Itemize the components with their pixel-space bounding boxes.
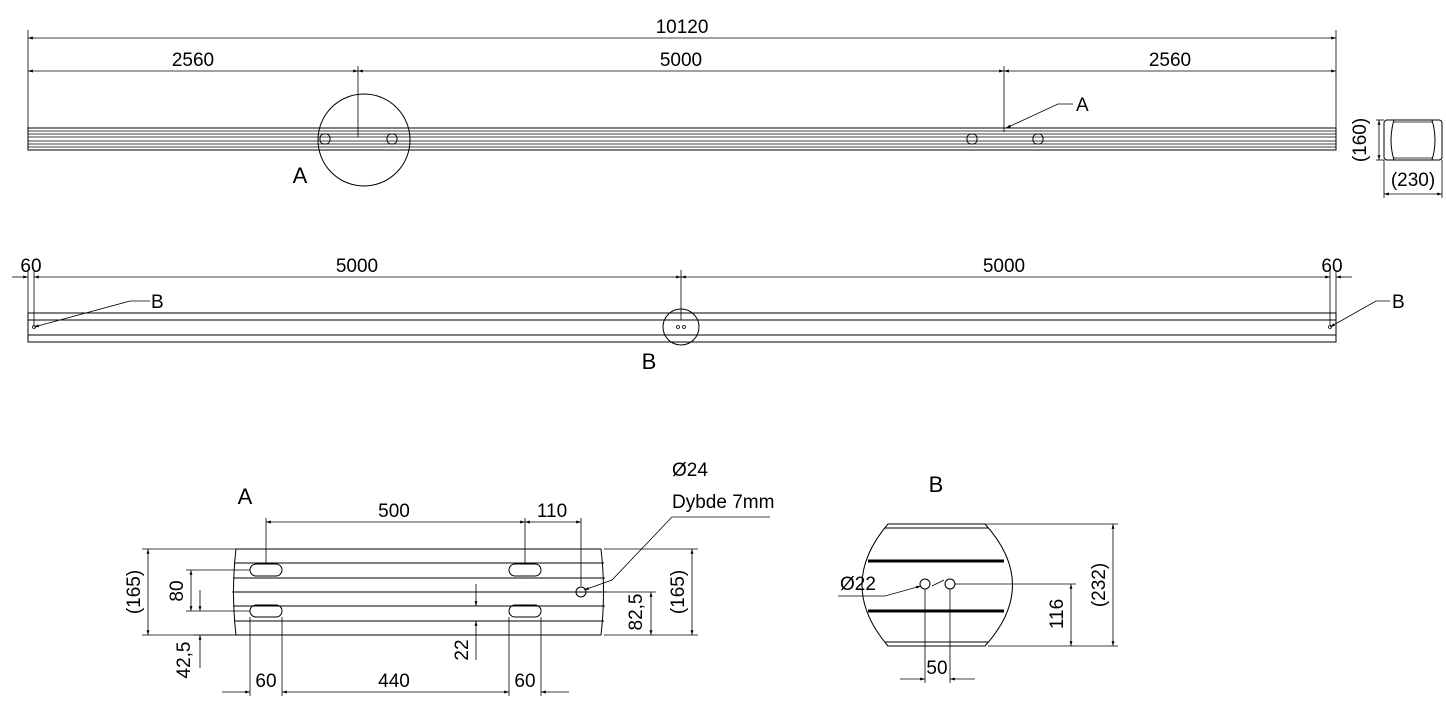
dim-left-end: 60 xyxy=(20,256,41,277)
dim-left-span: 5000 xyxy=(336,256,378,277)
leader-label-a: A xyxy=(1076,95,1089,116)
pin-hole xyxy=(919,578,931,590)
slot-hole xyxy=(966,133,978,145)
leader-label-b-right: B xyxy=(1392,292,1405,313)
leader-b-left xyxy=(33,300,150,328)
slot-hole xyxy=(508,563,542,577)
dim-overall: 10120 xyxy=(656,17,709,38)
detail-label-a: A xyxy=(293,163,308,188)
pin-hole xyxy=(676,325,680,329)
detail-circle-b xyxy=(662,308,700,346)
end-section xyxy=(1376,119,1443,198)
dim-right-span: 5000 xyxy=(983,256,1025,277)
detail-b-title: B xyxy=(929,472,944,497)
slot-hole xyxy=(249,604,283,618)
dim-42-5: 42,5 xyxy=(174,642,195,679)
detail-label-b: B xyxy=(642,349,657,374)
dim-right: 2560 xyxy=(1149,50,1191,71)
leader-a xyxy=(1005,103,1073,129)
leader-hole-a xyxy=(583,516,673,591)
hole-diameter-a: Ø24 xyxy=(672,460,708,481)
dim-50: 50 xyxy=(926,658,947,679)
detail-a: A 500 110 Ø24 Dybde 7mm (165) xyxy=(124,460,774,696)
hole-diameter-b: Ø22 xyxy=(840,574,876,595)
dim-82-5: 82,5 xyxy=(626,594,647,631)
dim-232: (232) xyxy=(1089,563,1110,607)
dim-165-right: (165) xyxy=(668,570,689,614)
leader-hole-b xyxy=(838,585,922,597)
detail-a-title: A xyxy=(238,484,253,509)
detail-b: B Ø22 50 116 (232) xyxy=(838,472,1118,683)
detail-b-body xyxy=(861,523,1013,647)
dim-end-height: (160) xyxy=(1350,118,1371,162)
pin-hole xyxy=(944,578,956,590)
slot-hole xyxy=(386,133,398,145)
slot-hole xyxy=(508,604,542,618)
beam-top xyxy=(27,127,1337,151)
beam-side xyxy=(27,312,1337,343)
leader-b-right xyxy=(1329,300,1390,328)
leader-label-b-left: B xyxy=(151,292,164,313)
dim-80: 80 xyxy=(167,580,188,601)
dim-middle: 5000 xyxy=(660,50,702,71)
dim-22: 22 xyxy=(452,639,473,660)
dim-116: 116 xyxy=(1047,599,1068,629)
slot-hole xyxy=(1032,133,1044,145)
slot-hole xyxy=(249,563,283,577)
dim-165-left: (165) xyxy=(124,570,145,614)
dim-500: 500 xyxy=(378,501,410,522)
top-view: 10120 2560 5000 2560 A A xyxy=(27,17,1443,198)
dim-left: 2560 xyxy=(172,50,214,71)
hole-depth-a: Dybde 7mm xyxy=(672,492,774,513)
dim-right-end: 60 xyxy=(1321,256,1342,277)
dim-110: 110 xyxy=(537,501,567,522)
mid-view: 60 5000 5000 60 B B B xyxy=(12,256,1405,374)
dim-end-width: (230) xyxy=(1391,170,1435,191)
dim-60-right: 60 xyxy=(514,671,535,692)
slot-hole xyxy=(319,133,331,145)
dim-60-left: 60 xyxy=(255,671,276,692)
dim-440: 440 xyxy=(378,671,410,692)
detail-circle-a xyxy=(317,93,411,187)
pin-hole xyxy=(682,325,686,329)
